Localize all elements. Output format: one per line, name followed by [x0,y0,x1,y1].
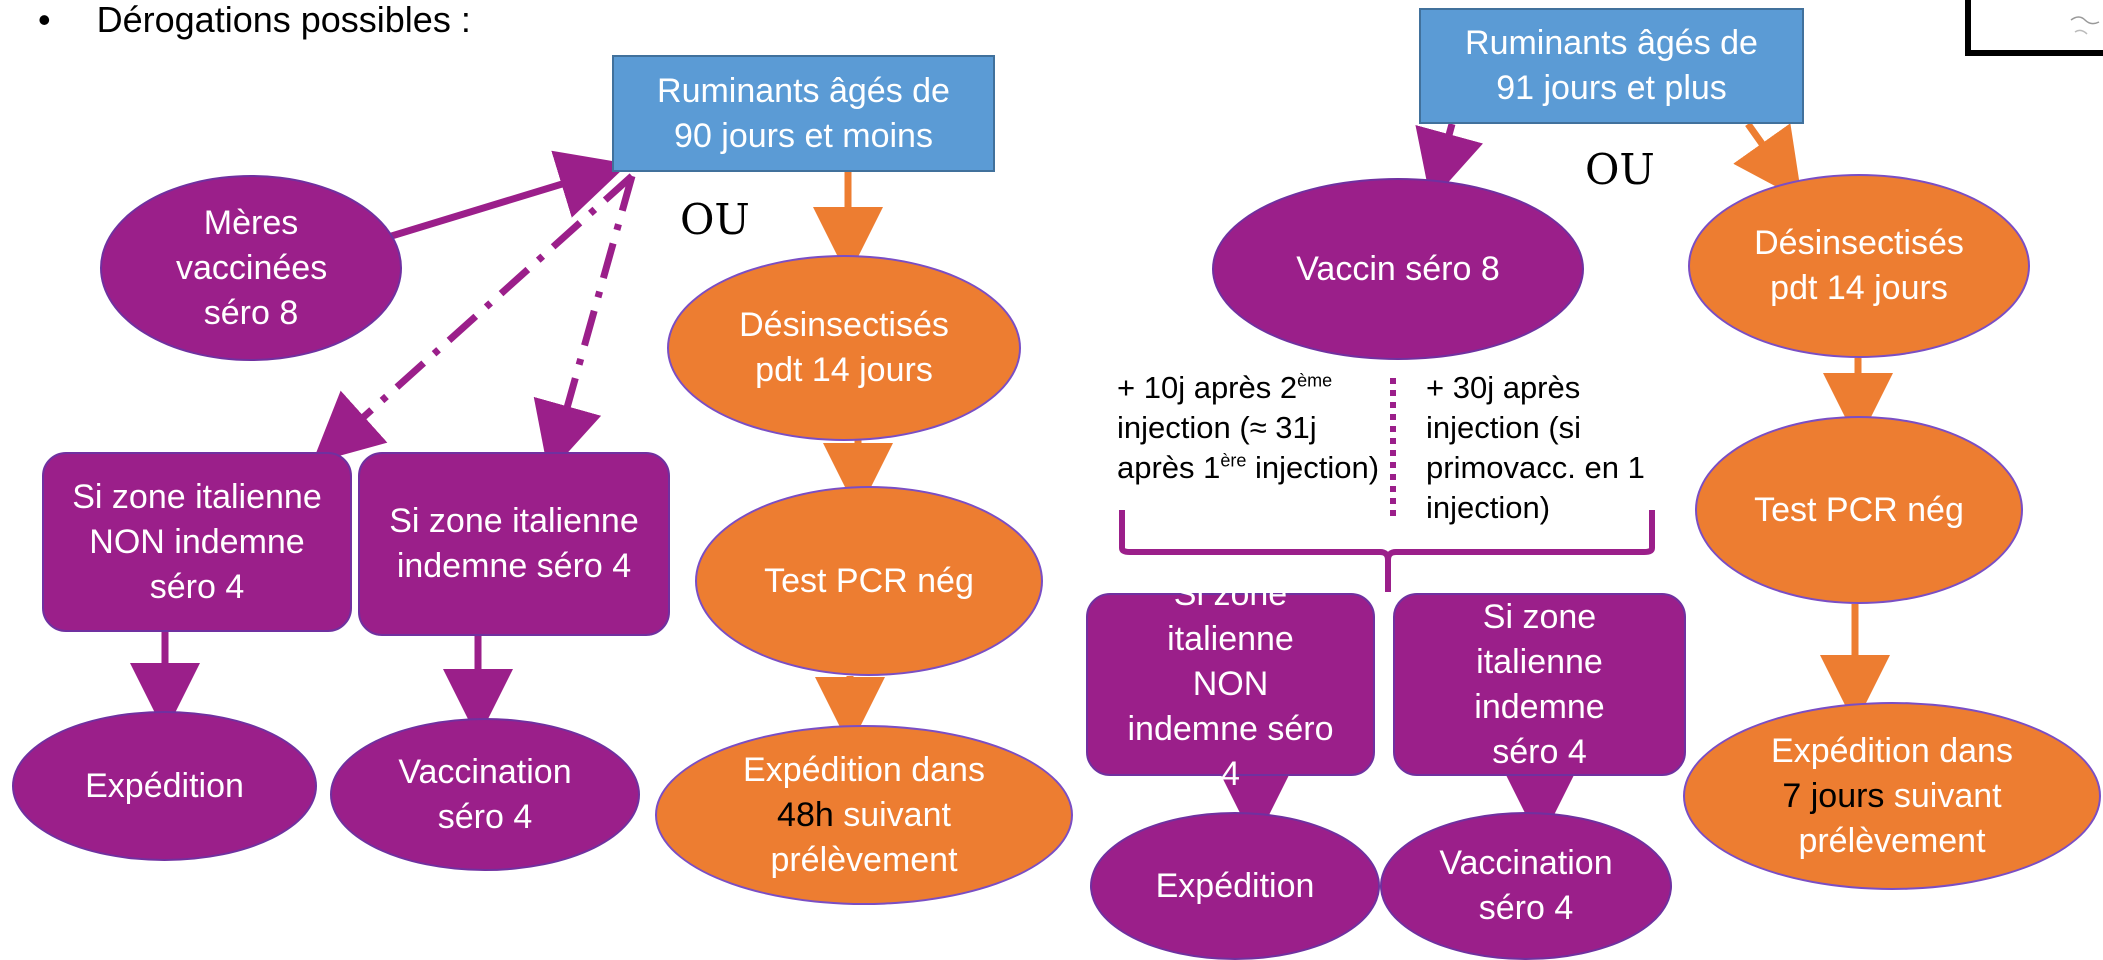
arrow-meres-to-top [383,150,629,242]
left-expedition-48h-ellipse: Expédition dans 48h suivant prélèvement [655,725,1073,905]
heading-bullet: • [38,0,51,40]
right-vaccin-ellipse: Vaccin séro 8 [1212,178,1584,360]
left-indemne-box: Si zone italienne indemne séro 4 [358,452,670,636]
right-vaccination-ellipse: Vaccination séro 4 [1380,812,1672,960]
right-desinsect-ellipse: Désinsectisés pdt 14 jours [1688,174,2030,358]
left-top-box: Ruminants âgés de 90 jours et moins [612,55,995,172]
arrow-top-to-indemne [533,175,636,474]
left-exp-text-last: prélèvement [770,840,958,879]
right-exp-text-last: prélèvement [1798,821,1986,860]
right-expedition-ellipse: Expédition [1090,812,1380,960]
left-pcr-ellipse: Test PCR nég [695,486,1043,676]
right-exp-highlight: 7 jours [1782,776,1885,815]
left-ou-label: OU [680,195,750,244]
arrow-top-to-desinsect-right [1733,121,1803,201]
right-top-box: Ruminants âgés de 91 jours et plus [1419,8,1804,124]
map-fragment-icon [2070,16,2100,35]
right-note-left: + 10j après 2ème injection (≈ 31j après … [1117,370,1380,485]
right-pcr-ellipse: Test PCR nég [1695,416,2023,604]
left-exp-text-post: suivant [843,795,951,834]
left-exp-text-pre: Expédition dans [743,750,985,789]
image-thumbnail-fragment [1965,0,2103,56]
left-meres-ellipse: Mères vaccinées séro 8 [100,175,402,361]
right-expedition-7j-ellipse: Expédition dans 7 jours suivant prélèvem… [1683,702,2101,890]
right-indemne-box: Si zone italienne indemne séro 4 [1393,593,1686,776]
right-exp-text-post: suivant [1893,776,2002,815]
right-exp-text-pre: Expédition dans [1771,731,2013,770]
right-ou-label: OU [1585,145,1655,194]
left-expedition-ellipse: Expédition [12,711,317,861]
arrow-top-to-vaccin [1415,123,1483,202]
left-desinsect-ellipse: Désinsectisés pdt 14 jours [667,255,1021,441]
left-non-indemne-box: Si zone italienne NON indemne séro 4 [42,452,352,632]
page-heading: • Dérogations possibles : [38,0,538,40]
right-note-right: + 30j après injection (si primovacc. en … [1426,370,1645,525]
heading-text: Dérogations possibles : [96,0,471,40]
left-vaccination-ellipse: Vaccination séro 4 [330,718,640,871]
right-non-indemne-box: Si zone italienne NON indemne séro 4 [1086,575,1375,793]
left-exp-highlight: 48h [777,795,834,834]
curly-brace [1119,510,1655,592]
